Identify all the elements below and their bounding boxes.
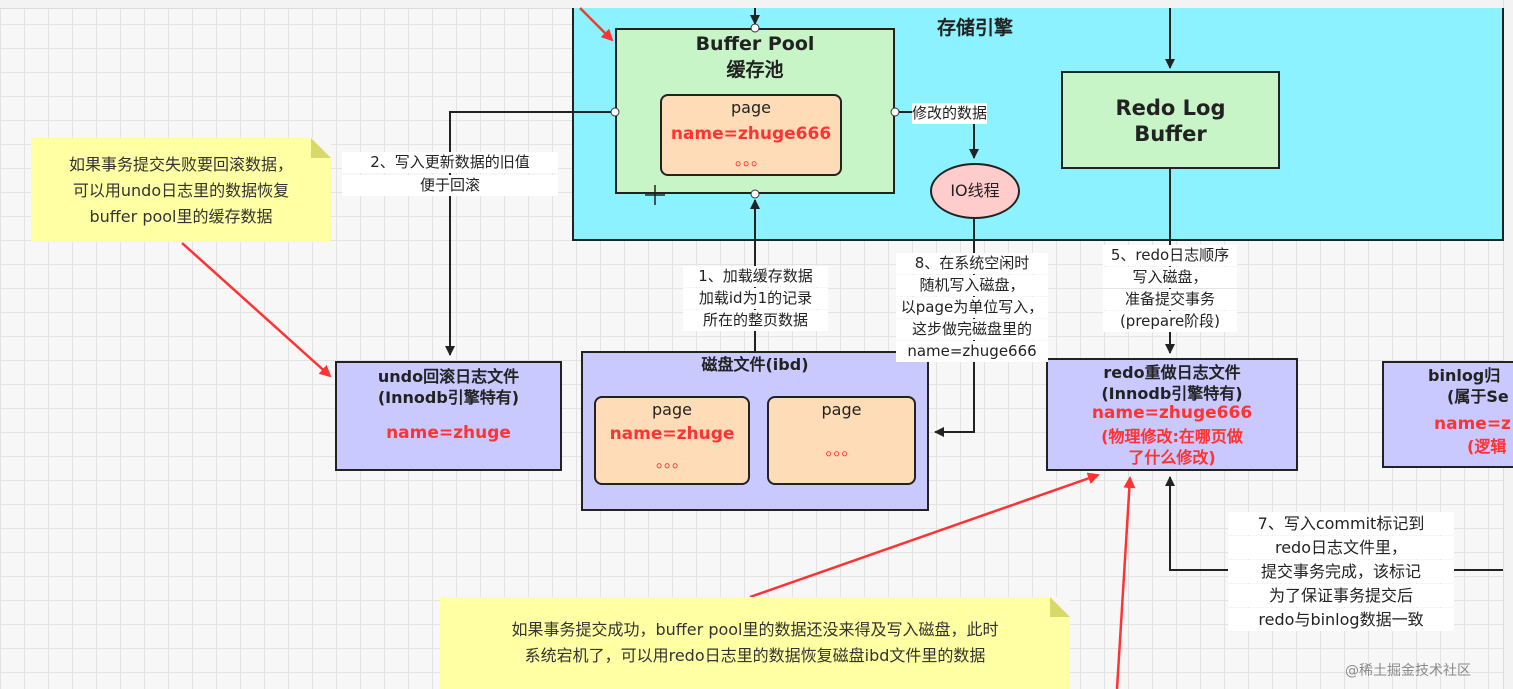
binlog-file-title: binlog归 (1428, 366, 1501, 385)
step-8-line-3: 以page为单位写入， (896, 297, 1048, 318)
redo-log-file-subtitle: (Innodb引擎特有) (1101, 384, 1243, 403)
note-redo-line-1: 如果事务提交成功，buffer pool里的数据还没来得及写入磁盘，此时 (511, 620, 999, 639)
binlog-file-value: name=z (1434, 414, 1511, 434)
buffer-pool-page[interactable] (660, 94, 842, 176)
undo-log-file-box[interactable] (335, 361, 562, 471)
disk-page-1-dots: 。。。 (655, 452, 688, 471)
redo-log-file-title: redo重做日志文件 (1103, 363, 1241, 382)
note-undo-fold (311, 138, 331, 158)
disk-page-1[interactable] (594, 396, 750, 485)
disk-page-1-value: name=zhuge (609, 424, 735, 444)
undo-log-file-subtitle: (Innodb引擎特有) (377, 388, 520, 407)
buffer-pool-title: Buffer Pool (695, 33, 815, 55)
io-thread-node[interactable] (930, 163, 1020, 219)
step-7-line-3: 提交事务完成，该标记 (1228, 560, 1454, 583)
step-5-line-3: 准备提交事务 (1103, 289, 1237, 310)
note-undo-line-1: 如果事务提交失败要回滚数据， (68, 155, 293, 174)
binlog-file-subtitle: (属于Se (1447, 387, 1509, 406)
step-7-line-4: 为了保证事务提交后 (1228, 584, 1454, 607)
disk-file-title: 磁盘文件(ibd) (701, 355, 809, 374)
note-undo-line-2: 可以用undo日志里的数据恢复 (72, 181, 290, 200)
binlog-file-box[interactable] (1382, 361, 1513, 468)
note-redo-line-2: 系统宕机了，可以用redo日志里的数据恢复磁盘ibd文件里的数据 (524, 646, 986, 665)
step-8-line-5: name=zhuge666 (896, 341, 1048, 362)
red-arrow-bottom-to-redo (1115, 476, 1136, 689)
step-1-line-1: 1、加载缓存数据 (683, 266, 828, 287)
note-redo-fold (1050, 597, 1070, 617)
canvas-scrollbar[interactable] (1503, 0, 1513, 689)
redo-log-file-note: (物理修改:在哪页做 (1101, 427, 1243, 446)
disk-page-2[interactable] (767, 396, 916, 485)
step-8-line-1: 8、在系统空闲时 (896, 253, 1048, 274)
undo-log-file-title: undo回滚日志文件 (377, 367, 520, 386)
buffer-pool-page-dots: 。。。 (734, 150, 767, 169)
red-arrow-top (579, 7, 614, 42)
disk-page-1-label: page (652, 400, 692, 419)
disk-page-2-label: page (821, 400, 862, 419)
watermark: @稀土掘金技术社区 (1345, 663, 1471, 679)
arrow-buffer-pool-to-undo (445, 111, 615, 356)
step-2-line-1: 2、写入更新数据的旧值 (342, 152, 558, 173)
step-5-line-1: 5、redo日志顺序 (1103, 245, 1237, 266)
modified-data-label: 修改的数据 (912, 103, 988, 124)
step-5-line-2: 写入磁盘， (1103, 267, 1237, 288)
step-7-line-2: redo日志文件里， (1228, 536, 1454, 559)
buffer-pool-subtitle: 缓存池 (726, 59, 784, 81)
note-undo-line-3: buffer pool里的缓存数据 (89, 207, 273, 226)
step-1-line-2: 加载id为1的记录 (683, 288, 828, 309)
note-redo-recovery[interactable]: 如果事务提交成功，buffer pool里的数据还没来得及写入磁盘，此时 系统宕… (440, 597, 1070, 689)
undo-log-file-value: name=zhuge (386, 423, 511, 443)
step-5-line-4: (prepare阶段) (1103, 311, 1237, 332)
redo-log-buffer-title: Redo Log (1115, 96, 1226, 120)
step-7-line-5: redo与binlog数据一致 (1228, 608, 1454, 631)
binlog-file-note: (逻辑 (1467, 437, 1507, 456)
storage-engine-title: 存储引擎 (936, 17, 1013, 39)
step-2-line-2: 便于回滚 (342, 175, 558, 196)
step-1-line-3: 所在的整页数据 (683, 310, 828, 331)
disk-page-2-dots: 。。。 (825, 440, 858, 459)
step-7-line-1: 7、写入commit标记到 (1228, 512, 1454, 535)
red-arrow-note-to-undo (181, 242, 332, 378)
step-8-line-4: 这步做完磁盘里的 (896, 319, 1048, 340)
note-undo-recovery[interactable]: 如果事务提交失败要回滚数据， 可以用undo日志里的数据恢复 buffer po… (31, 138, 331, 242)
redo-log-buffer-title-2: Buffer (1134, 122, 1207, 146)
io-thread-label: IO线程 (950, 181, 1000, 200)
red-arrow-note-to-redo (749, 472, 1100, 599)
redo-log-file-note-2: 了什么修改) (1128, 448, 1216, 467)
buffer-pool-page-label: page (731, 98, 771, 117)
buffer-pool-page-value: name=zhuge666 (670, 124, 832, 144)
redo-log-file-box[interactable] (1046, 358, 1298, 471)
redo-log-buffer-box[interactable] (1061, 71, 1280, 169)
step-8-line-2: 随机写入磁盘， (896, 275, 1048, 296)
redo-log-file-value: name=zhuge666 (1091, 403, 1253, 423)
